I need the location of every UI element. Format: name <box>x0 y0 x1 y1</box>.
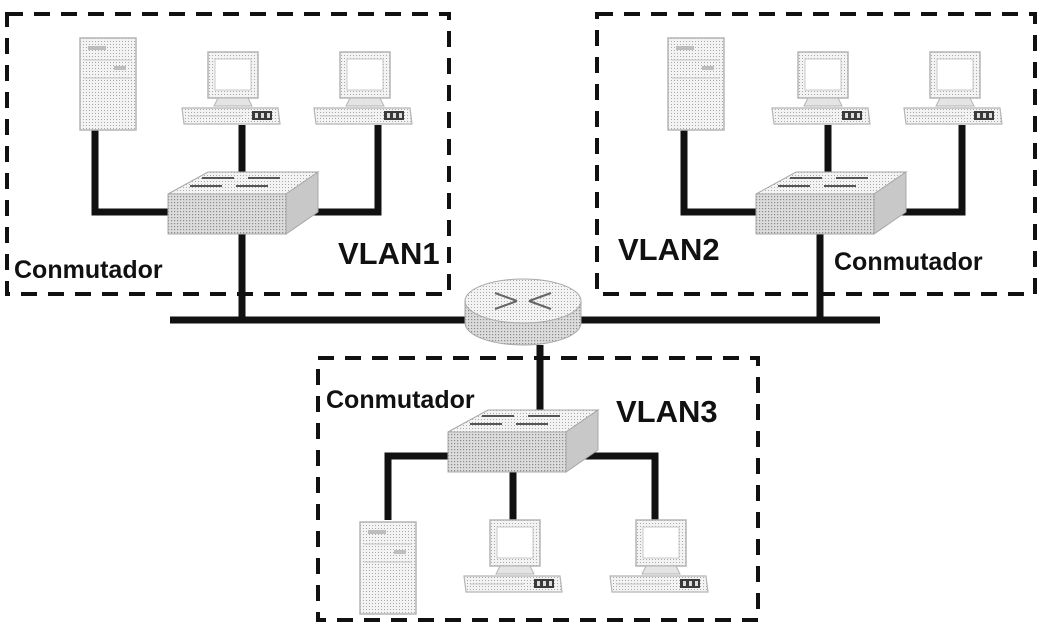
vlan2-switch-label: Conmutador <box>832 248 985 276</box>
vlan3-workstation-1 <box>463 519 563 593</box>
vlan1-boundary <box>5 12 451 296</box>
vlan2-server-tower <box>667 37 725 131</box>
vlan1-workstation-1 <box>181 51 281 125</box>
vlan2-cables <box>680 125 966 320</box>
vlan1-name: VLAN1 <box>336 236 442 271</box>
vlan2-workstation-2 <box>903 51 1003 125</box>
vlan1-cables <box>91 125 382 320</box>
vlan2-workstation-1 <box>771 51 871 125</box>
vlan3-switch <box>447 409 599 473</box>
router <box>464 278 582 346</box>
vlan2-switch <box>755 171 907 235</box>
vlan1-server-tower <box>79 37 137 131</box>
vlan3-boundary <box>316 356 760 622</box>
vlan1-switch <box>167 171 319 235</box>
vlan1-switch-label: Conmutador <box>12 256 165 284</box>
vlan2-boundary <box>595 12 1037 296</box>
vlan1-workstation-2 <box>313 51 413 125</box>
vlan3-server-tower <box>359 521 417 615</box>
vlan3-cables <box>384 345 659 520</box>
vlan3-workstation-2 <box>609 519 709 593</box>
vlan2-name: VLAN2 <box>616 232 722 267</box>
vlan3-name: VLAN3 <box>614 394 720 429</box>
vlan3-switch-label: Conmutador <box>324 386 477 414</box>
